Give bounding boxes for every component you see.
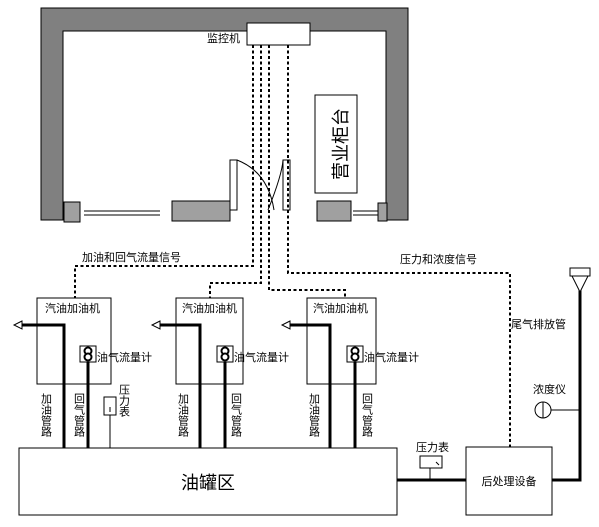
dispenser-3-fuel-pipe: 加油管路 [308, 393, 321, 438]
dispenser-1-fuel-pipe: 加油管路 [40, 393, 53, 438]
dispenser-3: 汽油加油机 油气流量计 加油管路 回气管路 [280, 297, 419, 448]
dispenser-1-gauge [103, 396, 117, 416]
dispenser-3-meter: 油气流量计 [364, 350, 419, 364]
post-treatment-box [465, 446, 553, 516]
dispenser-2: 汽油加油机 油气流量计 加油管路 回气管路 [150, 297, 289, 448]
dispenser-2-title: 汽油加油机 [182, 301, 237, 315]
post-treatment-label: 后处理设备 [482, 474, 537, 488]
tank-area-label: 油罐区 [181, 473, 235, 494]
dispenser-1: 汽油加油机 油气流量计 加油管路 回气管路 压力表 [12, 297, 152, 448]
monitor-box [246, 22, 311, 46]
monitor-label: 监控机 [207, 31, 240, 45]
service-counter [314, 94, 358, 194]
concentration-meter-label: 浓度仪 [533, 382, 566, 396]
dispenser-1-gauge-label: 压力表 [118, 384, 131, 418]
tank-gauge [419, 455, 443, 469]
counter-label: 营业柜台 [331, 108, 352, 180]
signal-lines [74, 45, 511, 447]
tank-area-box [18, 447, 398, 516]
dispenser-1-return-pipe: 回气管路 [73, 393, 86, 438]
dispenser-3-return-pipe: 回气管路 [361, 393, 374, 438]
dispenser-2-fuel-pipe: 加油管路 [177, 393, 190, 438]
dispenser-2-meter: 油气流量计 [234, 350, 289, 364]
building-walls [40, 7, 409, 223]
dispenser-1-title: 汽油加油机 [45, 301, 100, 315]
dispenser-1-meter: 油气流量计 [97, 350, 152, 364]
tank-gauge-label: 压力表 [416, 440, 449, 454]
exhaust-cap [569, 267, 591, 277]
dispenser-2-return-pipe: 回气管路 [230, 393, 243, 438]
dispenser-3-title: 汽油加油机 [313, 301, 368, 315]
pressure-signal-label: 压力和浓度信号 [400, 252, 477, 266]
flow-signal-label: 加油和回气流量信号 [82, 250, 181, 264]
exhaust-pipe-label: 尾气排放管 [511, 317, 566, 331]
